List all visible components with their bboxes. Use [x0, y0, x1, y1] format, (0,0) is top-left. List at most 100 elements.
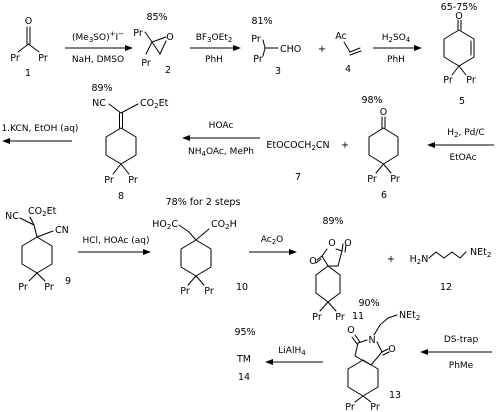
- compound-2: 85% O Pr Pr 2: [133, 12, 173, 76]
- atom-label: Pr: [312, 312, 322, 323]
- plus-sign: +: [318, 44, 326, 55]
- reaction-arrow-2: BF3OEt2 PhH: [190, 33, 241, 65]
- compound-number: 10: [236, 282, 248, 293]
- atom-label: O: [25, 16, 32, 27]
- reaction-arrow-3: H2SO4 PhH: [373, 33, 422, 65]
- reaction-arrow-6: 1.KCN, EtOH (aq): [2, 124, 79, 144]
- atom-label: O: [166, 32, 173, 43]
- compound-7: EtOCOCH2CN 7: [266, 140, 329, 183]
- reagent-below: PhH: [205, 55, 223, 65]
- atom-label: EtOCOCH2CN: [266, 140, 329, 152]
- compound-6: 98% O Pr Pr 6: [361, 95, 399, 201]
- atom-label: O: [347, 325, 354, 336]
- compound-9: CO2Et NC CN Pr Pr 9: [5, 206, 71, 293]
- yield-label: 65-75%: [441, 2, 478, 13]
- atom-label: O: [309, 256, 316, 267]
- compound-number: 1: [25, 68, 31, 79]
- reagent-below: PhMe: [449, 361, 474, 371]
- atom-label: O: [388, 344, 395, 355]
- atom-label: Pr: [133, 28, 143, 39]
- compound-number: 6: [381, 190, 387, 201]
- compound-number: 14: [238, 372, 250, 383]
- yield-label: 85%: [146, 12, 167, 23]
- atom-label: NEt2: [399, 310, 420, 322]
- atom-label: NC: [92, 98, 106, 109]
- atom-label: O: [455, 11, 462, 22]
- compound-number: 13: [389, 390, 401, 401]
- reagent-above: BF3OEt2: [196, 33, 233, 44]
- reaction-arrow-7: HCl, HOAc (aq): [78, 236, 151, 255]
- compound-4: Ac 4: [335, 31, 362, 75]
- compound-number: 11: [352, 311, 364, 322]
- yield-label: 89%: [322, 216, 343, 227]
- atom-label: O: [328, 238, 335, 249]
- atom-label: Pr: [10, 53, 20, 64]
- compound-10: 78% for 2 steps HO2C CO2H Pr Pr 10: [152, 197, 248, 297]
- reagent-below: EtOAc: [449, 153, 476, 163]
- compound-3: 81% Pr Pr CHO 3: [251, 16, 301, 77]
- yield-label: 81%: [251, 16, 272, 27]
- compound-13: 90% NEt2 O N O Pr Pr 13: [345, 298, 420, 412]
- compound-number: 4: [345, 64, 351, 75]
- yield-label: 95%: [234, 327, 255, 338]
- compound-5: 65-75% O Pr Pr 5: [441, 2, 478, 107]
- atom-label: CO2H: [211, 219, 237, 231]
- reaction-arrow-9: DS-trap PhMe: [420, 335, 492, 371]
- atom-label: Pr: [18, 282, 28, 293]
- atom-label: Pr: [141, 58, 151, 69]
- reagent-above: (Me3SO)+I−: [72, 30, 124, 44]
- compound-8: 89% NC CO2Et Pr Pr 8: [91, 83, 168, 202]
- reagent-above: HCl, HOAc (aq): [82, 236, 149, 246]
- atom-label: NC: [5, 211, 19, 222]
- atom-label: Pr: [367, 174, 377, 185]
- compound-number: 2: [165, 65, 171, 76]
- reagent-above: H2, Pd/C: [447, 128, 484, 139]
- reagent-below: NH4OAc, MePh: [188, 147, 254, 158]
- atom-label: CN: [55, 225, 69, 236]
- atom-label: CO2Et: [28, 206, 57, 218]
- atom-label: HO2C: [152, 219, 178, 231]
- compound-number: 5: [459, 96, 465, 107]
- atom-label: Pr: [251, 34, 261, 45]
- atom-label: Pr: [253, 54, 263, 65]
- reagent-above: HOAc: [209, 121, 234, 131]
- atom-label: O: [380, 107, 387, 118]
- reagent-above: H2SO4: [382, 33, 411, 44]
- yield-label: 78% for 2 steps: [166, 197, 241, 208]
- atom-label: H2N: [410, 254, 429, 266]
- atom-label: O: [344, 238, 351, 249]
- reaction-arrow-10: LiAlH4: [265, 346, 323, 365]
- atom-label: Pr: [44, 282, 54, 293]
- reagent-above: 1.KCN, EtOH (aq): [2, 124, 79, 134]
- atom-label: Pr: [38, 53, 48, 64]
- reagent-below: PhH: [387, 55, 405, 65]
- plus-sign: +: [387, 254, 395, 265]
- yield-label: 98%: [361, 95, 382, 106]
- target-molecule-label: TM: [236, 354, 251, 365]
- yield-label: 89%: [91, 83, 112, 94]
- compound-12: H2N NEt2 12: [410, 247, 492, 293]
- compound-number: 3: [275, 66, 281, 77]
- atom-label: Pr: [370, 402, 380, 412]
- atom-label: Pr: [345, 402, 355, 412]
- atom-label: Pr: [443, 75, 453, 86]
- atom-label: Pr: [180, 286, 190, 297]
- plus-sign: +: [341, 140, 349, 151]
- atom-label: CO2Et: [140, 98, 169, 110]
- compound-number: 12: [440, 282, 452, 293]
- reagent-below: NaH, DMSO: [72, 55, 124, 65]
- reagent-above: LiAlH4: [278, 346, 306, 357]
- reaction-arrow-4: H2, Pd/C EtOAc: [427, 128, 494, 163]
- compound-11: 89% O O O Pr Pr 11: [309, 216, 364, 323]
- yield-label: 90%: [358, 298, 379, 309]
- atom-label: N: [368, 335, 375, 346]
- compound-1: O Pr Pr 1: [10, 16, 48, 79]
- compound-number: 7: [295, 172, 301, 183]
- reaction-arrow-5: HOAc NH4OAc, MePh: [182, 121, 260, 158]
- atom-label: Pr: [466, 75, 476, 86]
- atom-label: Ac: [335, 31, 347, 42]
- compound-number: 9: [65, 276, 71, 287]
- compound-number: 8: [118, 191, 124, 202]
- atom-label: CHO: [280, 44, 301, 55]
